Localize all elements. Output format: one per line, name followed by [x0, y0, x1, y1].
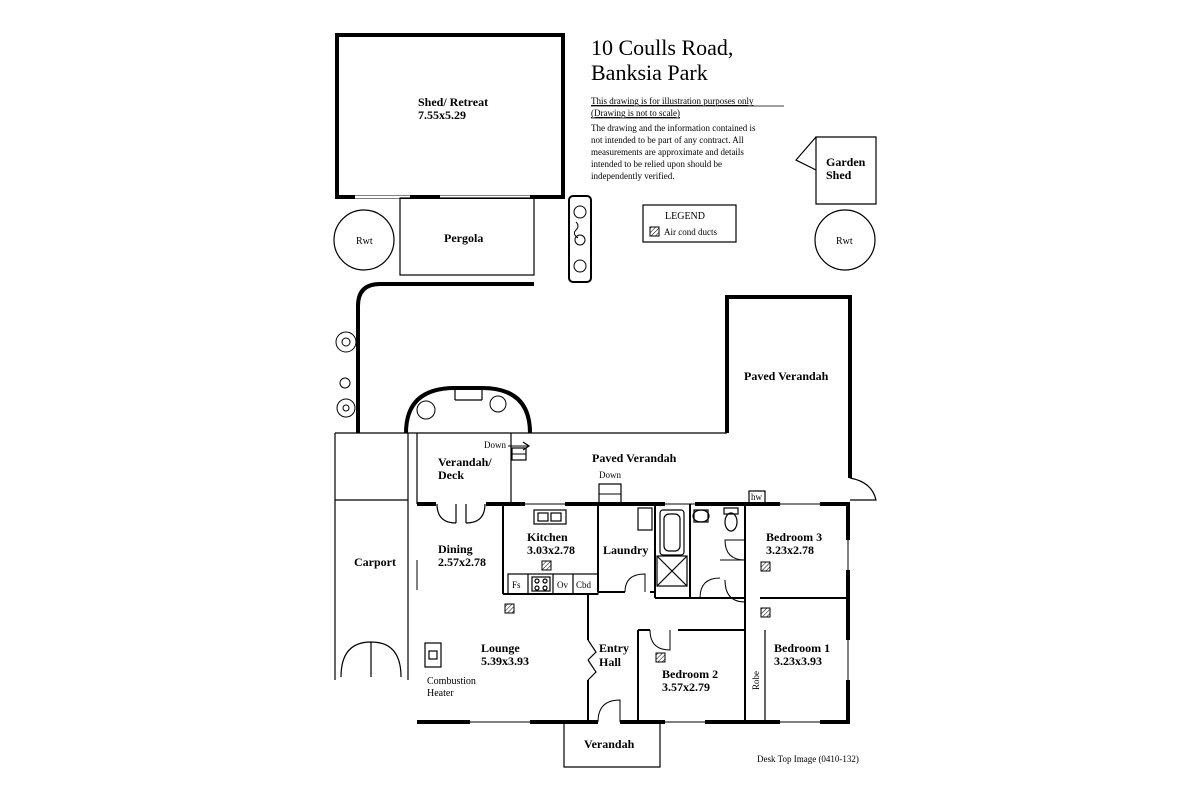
laundry-tub [637, 507, 653, 531]
planter-plants [573, 205, 587, 273]
planter-bed [568, 195, 592, 283]
rwt-left-tank [333, 209, 395, 271]
disclaimer-line-2: not intended to be part of any contract.… [591, 135, 744, 145]
hw-label: hw [751, 492, 763, 502]
cbd-label: Cbd [576, 580, 592, 590]
carport-outline [334, 433, 409, 680]
address-line-1: 10 Coulls Road, [591, 35, 733, 60]
paved-verandah-label: Paved Verandah [592, 451, 677, 465]
bedroom1-size: 3.23x3.93 [774, 654, 822, 668]
down-label-2: Down [599, 470, 621, 480]
kitchen-size: 3.03x2.78 [527, 543, 575, 557]
basin [692, 509, 710, 523]
disclaimer-line-4: intended to be relied upon should be [591, 159, 722, 169]
bedroom1-label: Bedroom 1 [774, 641, 830, 655]
garden-shed-label-1: Garden [826, 155, 866, 169]
lounge-label: Lounge [481, 641, 520, 655]
down-label-1: Down [484, 440, 506, 450]
shrub-icons [335, 331, 357, 418]
shed-size: 7.55x5.29 [418, 108, 466, 122]
kitchen-sink [533, 509, 567, 525]
disclaimer-line-5: independently verified. [591, 171, 674, 181]
boundary-curve [356, 282, 534, 433]
dining-size: 2.57x2.78 [438, 555, 486, 569]
combustion-label-1: Combustion [427, 676, 476, 687]
disclaimer-underline-1: This drawing is for illustration purpose… [591, 96, 754, 106]
disclaimer-underline-2: (Drawing is not to scale) [591, 108, 680, 118]
legend-box [642, 204, 737, 243]
air-cond-duct-icon [649, 226, 660, 237]
footer-credit: Desk Top Image (0410-132) [757, 754, 859, 764]
lounge-size: 5.39x3.93 [481, 654, 529, 668]
bathtub [659, 509, 685, 556]
rwt-right-tank [814, 209, 876, 271]
legend-title: LEGEND [665, 211, 705, 222]
front-verandah-label: Verandah [584, 737, 635, 751]
toilet [724, 512, 738, 532]
entry-hall-label-2: Hall [599, 655, 622, 669]
robe-label: Robe [751, 671, 761, 690]
bedroom3-label: Bedroom 3 [766, 530, 822, 544]
carport-label: Carport [354, 555, 396, 569]
garden-shed-label-2: Shed [826, 168, 852, 182]
rwt-left-label: Rwt [356, 236, 373, 247]
paved-verandah-outline [725, 295, 852, 478]
front-verandah-outline [563, 722, 661, 768]
fs-label: Fs [512, 580, 521, 590]
address-line-2: Banksia Park [591, 60, 708, 85]
combustion-label-2: Heater [427, 688, 454, 699]
house-outer-wall [417, 502, 850, 724]
bedroom2-label: Bedroom 2 [662, 667, 718, 681]
legend-item: Air cond ducts [664, 227, 717, 237]
disclaimer-line-1: The drawing and the information containe… [591, 123, 756, 133]
bedroom2-size: 3.57x2.79 [662, 680, 710, 694]
combustion-heater [424, 642, 442, 668]
bedroom3-size: 3.23x2.78 [766, 543, 814, 557]
shed-label: Shed/ Retreat [418, 95, 488, 109]
pergola-label: Pergola [444, 231, 483, 245]
dining-label: Dining [438, 542, 473, 556]
entry-hall-label-1: Entry [599, 641, 629, 655]
disclaimer-line-3: measurements are approximate and details [591, 147, 744, 157]
cooktop [531, 576, 551, 592]
rwt-right-label: Rwt [836, 236, 853, 247]
gazebo-plants [416, 395, 507, 420]
verandah-deck-label-2: Deck [438, 468, 464, 482]
ov-label: Ov [557, 580, 568, 590]
kitchen-label: Kitchen [527, 530, 568, 544]
paved-verandah-top-label: Paved Verandah [744, 369, 829, 383]
shower [656, 555, 688, 587]
door-swings [597, 539, 746, 723]
air-cond-ducts [504, 560, 771, 663]
laundry-label: Laundry [603, 543, 648, 557]
gazebo-outline [404, 386, 532, 434]
verandah-deck-label-1: Verandah/ [438, 455, 492, 469]
garden-shed-outline [815, 136, 877, 205]
pergola-outline [399, 197, 535, 276]
